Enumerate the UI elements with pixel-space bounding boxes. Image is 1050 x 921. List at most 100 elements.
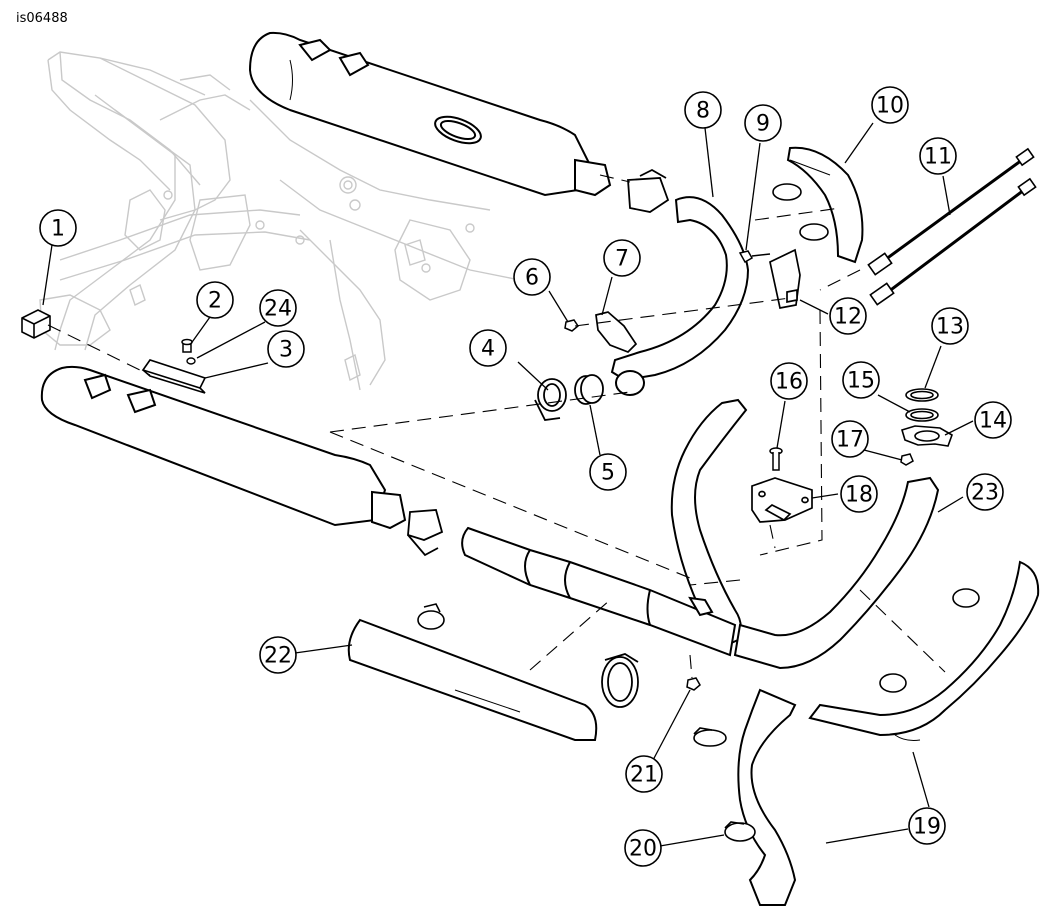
callout-circle xyxy=(267,330,305,368)
callout-number: 5 xyxy=(601,461,615,486)
callout-circle xyxy=(770,362,808,400)
callout-7: 7 xyxy=(603,239,641,277)
callout-circle xyxy=(829,297,867,335)
callout-circle xyxy=(603,239,641,277)
callout-21: 21 xyxy=(625,755,663,793)
item-4-clamp xyxy=(534,378,567,421)
callout-8: 8 xyxy=(684,91,722,129)
callout-number: 10 xyxy=(876,94,904,119)
item-5-gasket xyxy=(574,374,604,405)
callout-circle xyxy=(744,104,782,142)
callout-circle xyxy=(840,475,878,513)
callout-circle xyxy=(625,755,663,793)
callout-circle xyxy=(974,401,1012,439)
hose-clamps-19 xyxy=(879,588,980,693)
callout-circle xyxy=(589,453,627,491)
callout-circle xyxy=(931,307,969,345)
callout-3: 3 xyxy=(267,330,305,368)
callout-number: 18 xyxy=(845,483,873,508)
callout-16: 16 xyxy=(770,362,808,400)
callout-circle xyxy=(908,807,946,845)
callout-number: 13 xyxy=(936,315,964,340)
callout-circle xyxy=(842,361,880,399)
callout-circle xyxy=(831,420,869,458)
frame-background xyxy=(39,51,521,391)
callout-number: 1 xyxy=(51,217,65,242)
item-10-heat-shield xyxy=(786,146,864,264)
item-21-nut xyxy=(686,677,701,691)
item-1-part xyxy=(21,309,51,339)
callout-circle xyxy=(624,829,662,867)
callout-24: 24 xyxy=(259,289,297,327)
callout-number: 2 xyxy=(208,289,222,314)
item-11-o2-sensors xyxy=(867,147,1037,306)
figure-id: is06488 xyxy=(16,11,68,26)
callout-number: 14 xyxy=(979,409,1007,434)
callout-number: 8 xyxy=(696,99,710,124)
callout-15: 15 xyxy=(842,361,880,399)
callout-number: 7 xyxy=(615,247,629,272)
callout-12: 12 xyxy=(829,297,867,335)
item-22-heat-shield xyxy=(347,618,598,741)
callout-number: 3 xyxy=(279,338,293,363)
item-19-heat-shield-lower xyxy=(737,688,797,906)
item-6-nut xyxy=(564,319,579,332)
callout-circle xyxy=(39,209,77,247)
item-9-bolt xyxy=(738,250,771,264)
item-12-bracket xyxy=(769,248,801,309)
item-8-rear-header xyxy=(610,196,750,396)
item-13-gasket xyxy=(905,388,939,402)
callout-number: 9 xyxy=(756,112,770,137)
callout-circle xyxy=(919,137,957,175)
callout-number: 23 xyxy=(971,481,999,506)
callout-9: 9 xyxy=(744,104,782,142)
callout-number: 17 xyxy=(836,428,864,453)
callout-number: 19 xyxy=(913,815,941,840)
hose-clamp-22 xyxy=(417,603,445,630)
callout-14: 14 xyxy=(974,401,1012,439)
callout-1: 1 xyxy=(39,209,77,247)
callout-number: 6 xyxy=(525,266,539,291)
upper-muffler xyxy=(248,31,612,197)
hose-clamp-upper xyxy=(772,183,829,241)
callout-number: 24 xyxy=(264,297,292,322)
callout-circle xyxy=(513,258,551,296)
callout-10: 10 xyxy=(871,86,909,124)
crossover-pipe xyxy=(461,526,737,657)
item-3-plate xyxy=(141,359,207,394)
callout-circle xyxy=(871,86,909,124)
callout-number: 11 xyxy=(924,145,952,170)
large-hose-clamp xyxy=(601,653,639,708)
item-7-bracket xyxy=(595,311,638,353)
item-20-hose-clamp xyxy=(724,821,756,842)
callout-number: 4 xyxy=(481,337,495,362)
callout-circle xyxy=(259,636,297,674)
callout-17: 17 xyxy=(831,420,869,458)
callout-11: 11 xyxy=(919,137,957,175)
callout-5: 5 xyxy=(589,453,627,491)
callout-22: 22 xyxy=(259,636,297,674)
callout-circle xyxy=(966,473,1004,511)
callout-circle xyxy=(259,289,297,327)
muffler-clamps xyxy=(407,168,670,557)
callout-23: 23 xyxy=(966,473,1004,511)
item-15-gasket xyxy=(905,408,939,422)
callout-circle xyxy=(469,329,507,367)
item-24-washer xyxy=(186,357,196,365)
item-19-heat-shield-upper xyxy=(808,560,1040,741)
callout-number: 12 xyxy=(834,305,862,330)
item-23-pipe xyxy=(733,476,940,670)
assembly-guides xyxy=(47,174,946,679)
item-2-bolt xyxy=(181,338,193,353)
callout-2: 2 xyxy=(196,281,234,319)
callout-6: 6 xyxy=(513,258,551,296)
callout-13: 13 xyxy=(931,307,969,345)
callout-circle xyxy=(196,281,234,319)
callout-circle xyxy=(684,91,722,129)
callout-number: 20 xyxy=(629,837,657,862)
callout-19: 19 xyxy=(908,807,946,845)
item-17-nut xyxy=(900,453,914,466)
item-14-flange xyxy=(901,425,953,447)
